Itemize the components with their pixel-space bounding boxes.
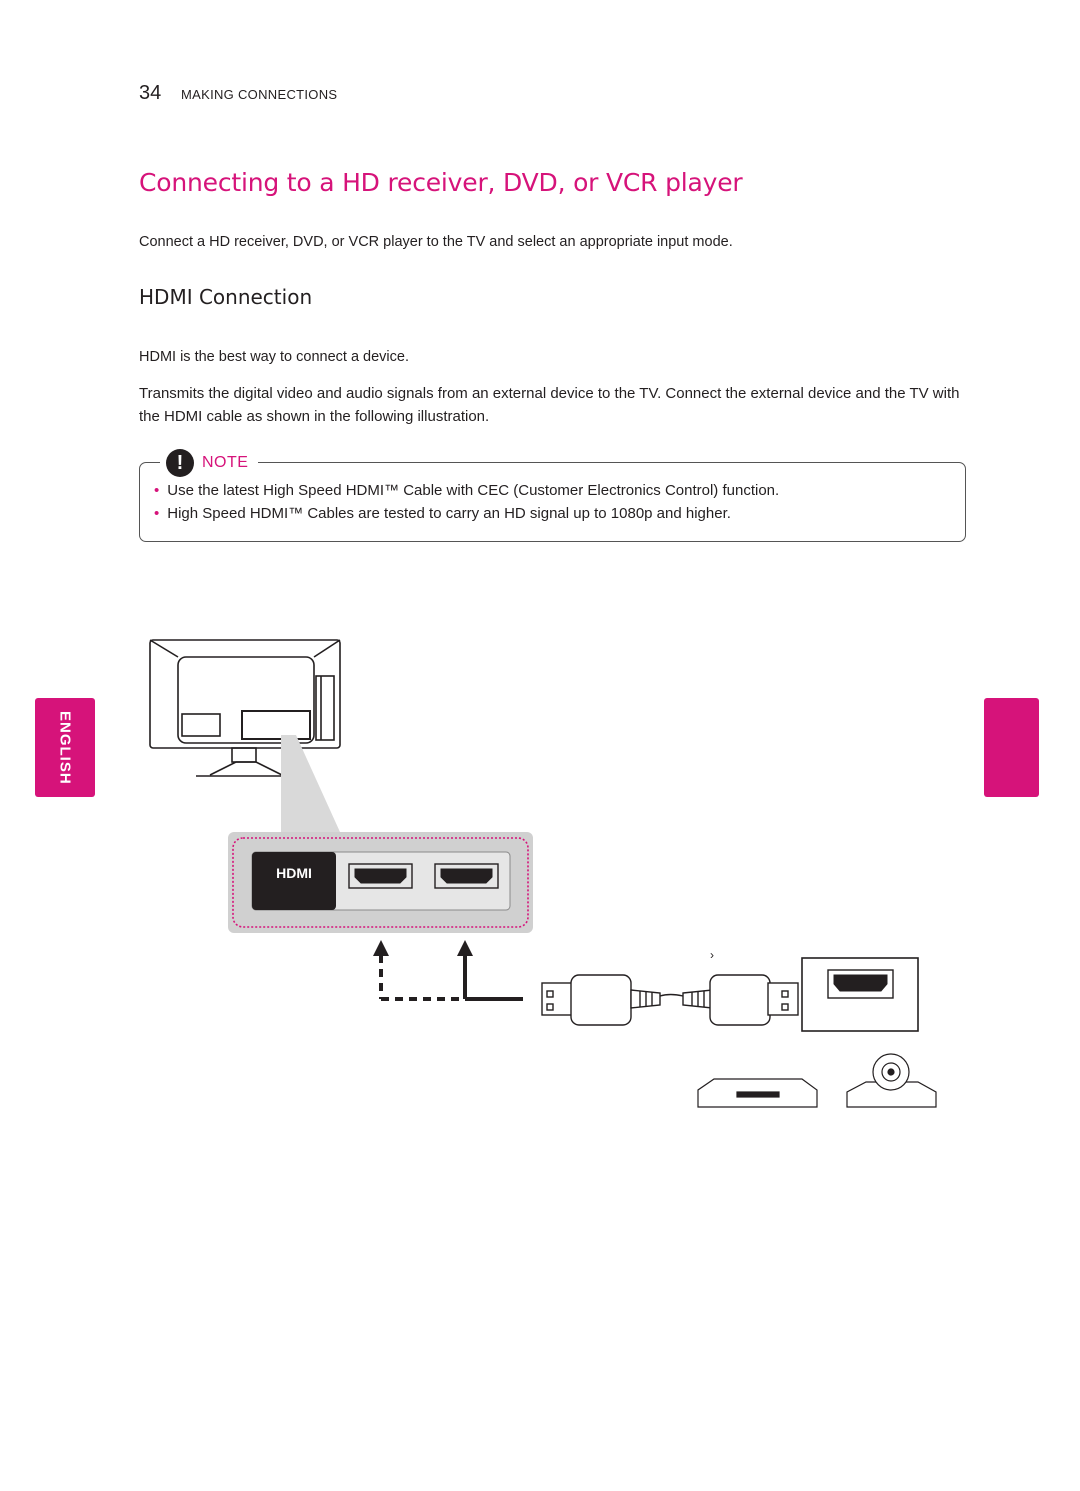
section-label: MAKING CONNECTIONS bbox=[181, 87, 338, 102]
note-box bbox=[139, 462, 966, 542]
bullet-icon: • bbox=[154, 505, 160, 522]
hdmi-cable-icon bbox=[541, 974, 799, 1026]
language-tab bbox=[35, 698, 95, 797]
right-side-tab bbox=[984, 698, 1039, 797]
dvd-player-icon bbox=[697, 1078, 818, 1108]
stray-mark: › bbox=[710, 948, 714, 962]
bullet-icon: • bbox=[154, 482, 160, 499]
hdmi-port-icon bbox=[434, 863, 499, 889]
exclamation-icon: ! bbox=[166, 449, 194, 477]
note-label: NOTE bbox=[202, 454, 249, 471]
page-title: Connecting to a HD receiver, DVD, or VCR… bbox=[139, 168, 743, 197]
note-item-text: High Speed HDMI™ Cables are tested to ca… bbox=[167, 505, 731, 522]
hdmi-port-panel: HDMI bbox=[228, 832, 533, 933]
hdmi-port-icon bbox=[348, 863, 413, 889]
arrow-up-icon bbox=[373, 940, 389, 956]
note-header: ! NOTE bbox=[160, 447, 259, 479]
device-hdmi-port-icon bbox=[801, 957, 919, 1032]
note-item: • Use the latest High Speed HDMI™ Cable w… bbox=[154, 482, 779, 499]
intro-paragraph: Connect a HD receiver, DVD, or VCR playe… bbox=[139, 234, 733, 250]
note-item-text: Use the latest High Speed HDMI™ Cable wi… bbox=[167, 482, 780, 499]
hdmi-logo: HDMI bbox=[276, 865, 312, 881]
page-number: 34 bbox=[139, 82, 162, 104]
note-item: • High Speed HDMI™ Cables are tested to c… bbox=[154, 505, 731, 522]
subsection-lead: HDMI is the best way to connect a device… bbox=[139, 349, 409, 365]
tv-rear-icon bbox=[149, 639, 341, 777]
arrow-up-icon bbox=[457, 940, 473, 956]
zoom-callout bbox=[281, 735, 340, 832]
hd-receiver-icon bbox=[846, 1053, 937, 1108]
subsection-title: HDMI Connection bbox=[139, 285, 313, 309]
body-paragraph: Transmits the digital video and audio si… bbox=[139, 385, 960, 425]
connection-arrows bbox=[379, 955, 523, 1001]
language-tab-label: ENGLISH bbox=[56, 710, 74, 785]
